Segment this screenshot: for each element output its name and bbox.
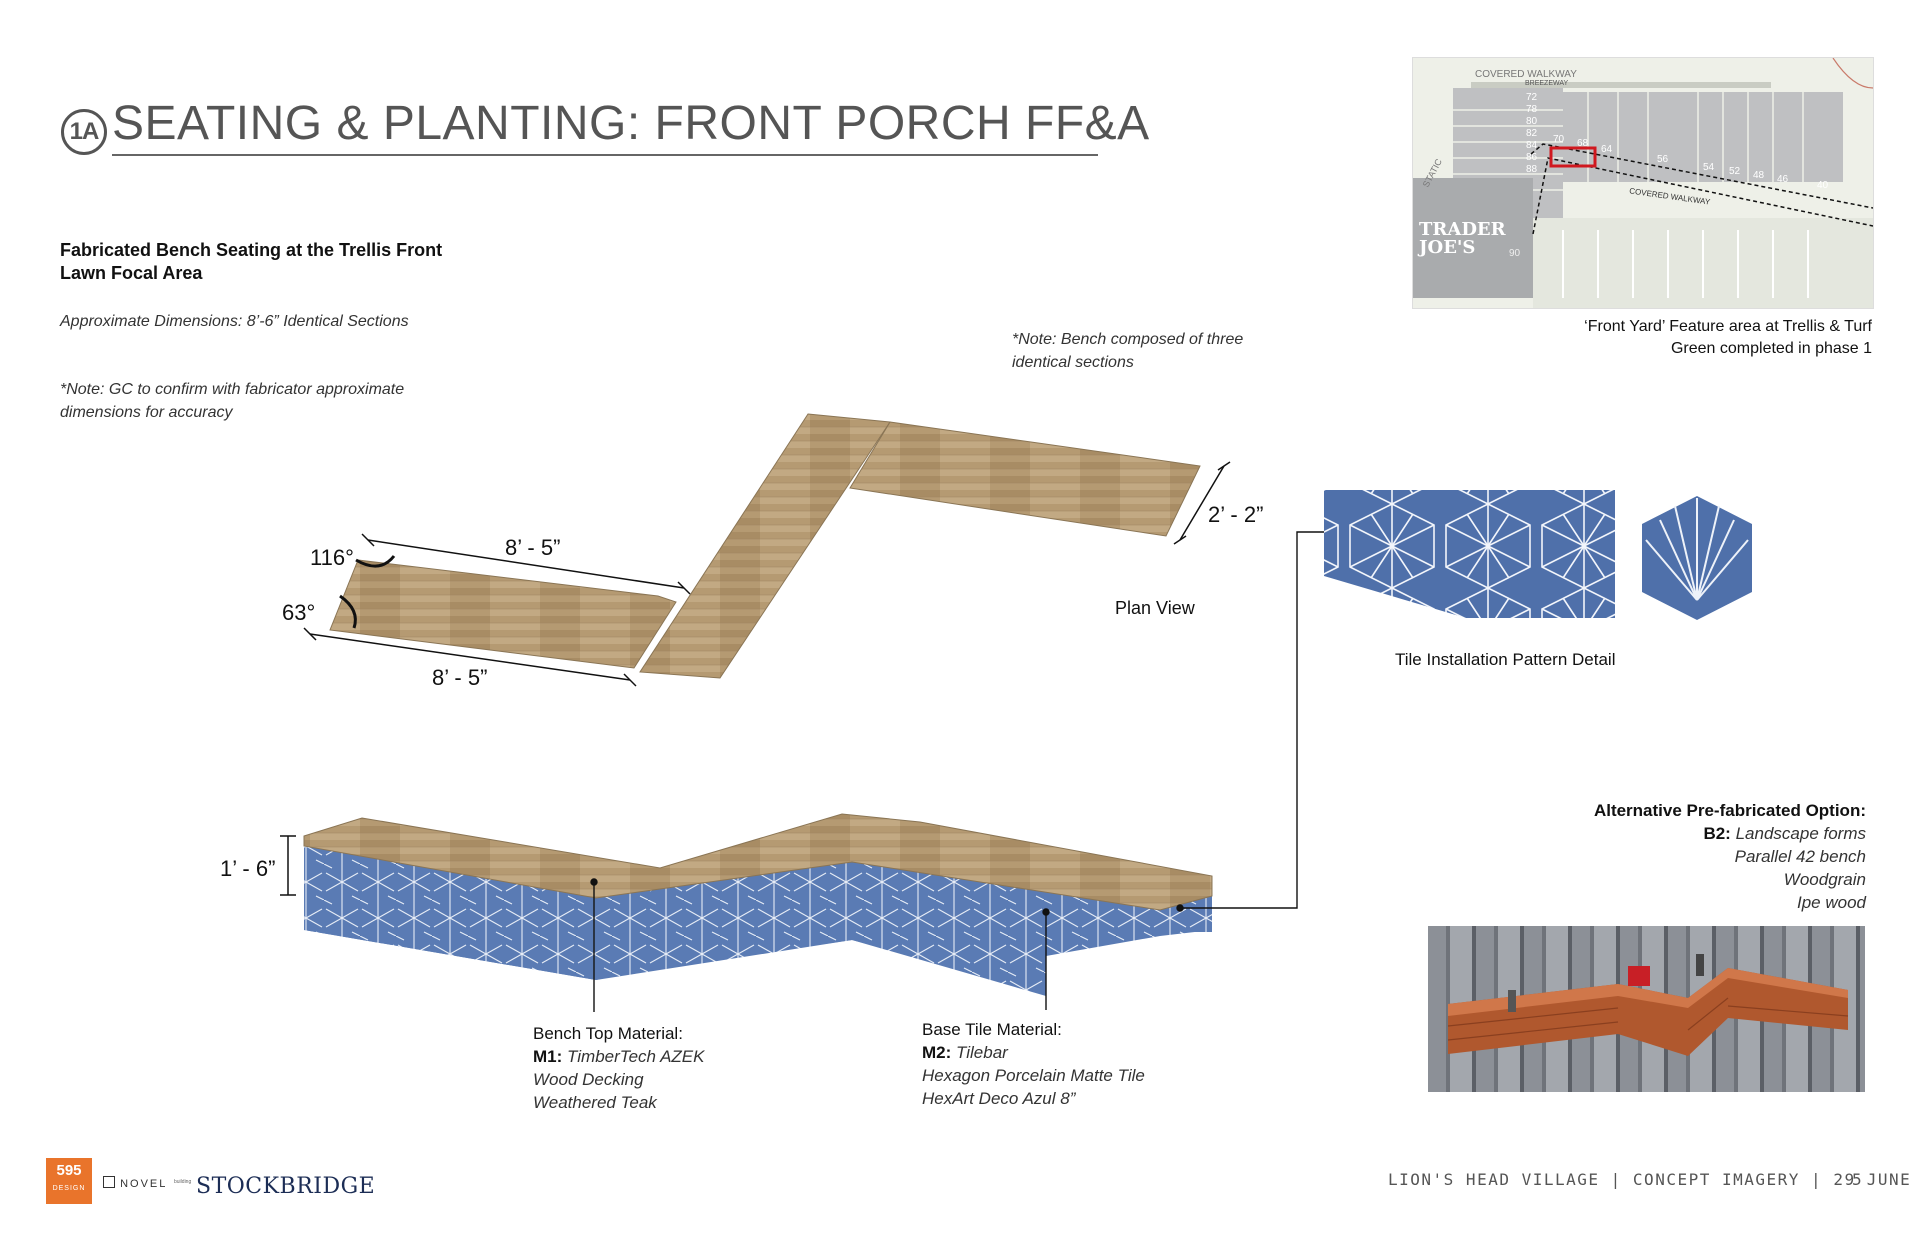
map-store-name: TRADER JOE'S [1419, 221, 1506, 257]
map-unit: 88 [1526, 164, 1538, 175]
map-unit: 56 [1657, 154, 1669, 165]
intro-heading-line1: Fabricated Bench Seating at the Trellis … [60, 240, 443, 260]
plan-section-diagonal [639, 413, 891, 679]
section-badge: 1A [61, 109, 107, 155]
map-unit-90: 90 [1509, 248, 1521, 259]
map-unit: 52 [1729, 166, 1741, 177]
plan-section-left [329, 559, 677, 669]
gc-note-line1: *Note: GC to confirm with fabricator app… [60, 381, 405, 398]
alternative-code: B2: [1703, 824, 1731, 843]
alternative-bench-illustration [1447, 954, 1849, 1056]
map-store-line2: JOE'S [1419, 237, 1476, 258]
bench-note-line1: *Note: Bench composed of three [1012, 331, 1244, 348]
intro-heading: Fabricated Bench Seating at the Trellis … [60, 239, 442, 285]
site-map-caption-line2: Green completed in phase 1 [1670, 340, 1872, 357]
elevation-wood-top [303, 813, 1213, 911]
map-unit: 54 [1703, 162, 1715, 173]
plan-section-right [849, 421, 1201, 537]
base-tile-material-line3: HexArt Deco Azul 8” [922, 1089, 1076, 1108]
elevation-tile-base-mid [596, 862, 852, 980]
map-unit: 72 [1526, 92, 1538, 103]
map-covered-walkway-top: COVERED WALKWAY [1475, 69, 1577, 80]
site-map: COVERED WALKWAY BREEZEWAY COVERED WALKWA… [1412, 57, 1874, 309]
plan-view-label: Plan View [1115, 598, 1195, 618]
section-badge-text: 1A [69, 118, 100, 145]
novel-logo-text: NOVEL [120, 1178, 168, 1190]
height-dimension: 1’ - 6” [220, 856, 276, 881]
tile-pattern-detail-label: Tile Installation Pattern Detail [1395, 650, 1616, 669]
map-unit: 78 [1526, 104, 1538, 115]
logo-595-sub: DESIGN [52, 1185, 86, 1192]
elevation-tile-base-front [304, 846, 596, 980]
bench-top-material-heading: Bench Top Material: [533, 1024, 683, 1043]
gc-note: *Note: GC to confirm with fabricator app… [60, 378, 404, 424]
intro-heading-line2: Lawn Focal Area [60, 263, 203, 283]
dimensions-note: Approximate Dimensions: 8’-6” Identical … [60, 313, 409, 330]
logo-595-number: 595 [56, 1162, 82, 1179]
alternative-line2: Parallel 42 bench [1734, 847, 1866, 866]
alternative-bench-photo [1428, 926, 1865, 1092]
map-unit: 46 [1777, 174, 1789, 185]
site-map-caption: ‘Front Yard’ Feature area at Trellis & T… [1412, 316, 1872, 360]
angle-63: 63° [282, 600, 316, 625]
bench-note-line2: identical sections [1012, 354, 1134, 371]
map-units-left: 72 78 80 82 84 86 88 [1526, 92, 1537, 176]
map-unit: 70 [1553, 134, 1565, 145]
site-map-caption-line1: ‘Front Yard’ Feature area at Trellis & T… [1584, 318, 1872, 335]
bench-composition-note: *Note: Bench composed of three identical… [1012, 328, 1243, 374]
map-unit: 64 [1601, 144, 1613, 155]
dimension-top-length: 8’ - 5” [505, 535, 561, 560]
dimension-width: 2’ - 2” [1208, 502, 1264, 527]
alternative-option-callout: Alternative Pre-fabricated Option: B2: L… [1520, 799, 1866, 914]
base-tile-material-line2: Hexagon Porcelain Matte Tile [922, 1066, 1145, 1085]
elevation-tile-base-right [852, 862, 1212, 996]
base-tile-material-line1: Tilebar [956, 1043, 1008, 1062]
novel-logo: NOVEL [103, 1176, 167, 1190]
page-number: 5 [1852, 1170, 1862, 1189]
alternative-line1: Landscape forms [1735, 824, 1866, 843]
base-tile-material-callout: Base Tile Material: M2: Tilebar Hexagon … [922, 1018, 1145, 1110]
map-unit: 40 [1817, 180, 1829, 191]
map-breezeway: BREEZEWAY [1525, 80, 1569, 87]
map-unit: 80 [1526, 116, 1538, 127]
building-text: building [174, 1179, 192, 1185]
bench-top-material-line3: Weathered Teak [533, 1093, 657, 1112]
alternative-line4: Ipe wood [1797, 893, 1866, 912]
map-store-line1: TRADER [1419, 219, 1506, 240]
bench-top-material-callout: Bench Top Material: M1: TimberTech AZEK … [533, 1022, 705, 1114]
alternative-heading: Alternative Pre-fabricated Option: [1593, 801, 1866, 820]
novel-mark-icon [103, 1176, 115, 1188]
map-unit: 48 [1753, 170, 1765, 181]
site-map-drawing [1413, 58, 1873, 308]
bench-top-material-line2: Wood Decking [533, 1070, 644, 1089]
bench-top-material-line1: TimberTech AZEK [567, 1047, 705, 1066]
dimension-bottom-length: 8’ - 5” [432, 665, 488, 690]
page-title: SEATING & PLANTING: FRONT PORCH FF&A [112, 97, 1150, 150]
base-tile-material-code: M2: [922, 1043, 952, 1062]
map-unit: 82 [1526, 128, 1538, 139]
stockbridge-logo: STOCKBRIDGE [196, 1174, 376, 1199]
bench-top-material-code: M1: [533, 1047, 563, 1066]
base-tile-material-heading: Base Tile Material: [922, 1020, 1062, 1039]
595-design-logo: 595 DESIGN [46, 1158, 92, 1204]
single-hex-tile-rays [1645, 498, 1749, 601]
footer-project-line: LION'S HEAD VILLAGE | CONCEPT IMAGERY | … [1388, 1170, 1920, 1189]
alternative-line3: Woodgrain [1783, 870, 1866, 889]
site-map-highlight [1549, 146, 1597, 168]
angle-116: 116° [310, 545, 354, 570]
tile-pattern-detail-image [1324, 490, 1615, 618]
map-unit: 68 [1577, 138, 1589, 149]
map-unit: 84 [1526, 140, 1538, 151]
gc-note-line2: dimensions for accuracy [60, 404, 233, 421]
map-unit: 86 [1526, 152, 1538, 163]
title-divider [112, 154, 1098, 156]
